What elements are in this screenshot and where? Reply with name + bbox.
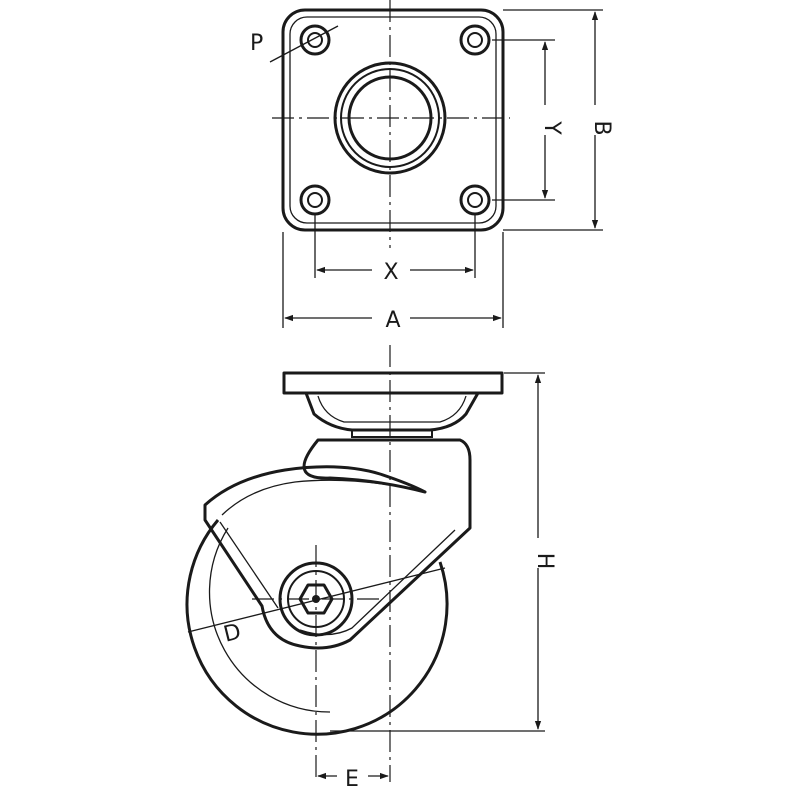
side-view: D H E (185, 345, 557, 792)
swivel-housing (304, 392, 480, 432)
dim-h-label: H (532, 553, 557, 570)
fork-bottom-edge (299, 529, 456, 636)
bolt-hole-top-left (299, 24, 331, 56)
swivel-housing-inner (317, 395, 467, 423)
fork-body (203, 438, 472, 650)
dim-d-label: D (221, 619, 243, 647)
top-plate-outline (281, 8, 505, 232)
swivel-ring (351, 429, 433, 438)
dim-y-label: Y (539, 120, 564, 135)
bolt-hole-top-right (459, 24, 491, 56)
dim-b-label: B (589, 120, 614, 135)
bolt-hole-bottom-left (299, 184, 331, 216)
dim-x-label: X (383, 260, 398, 285)
dim-p-leader (269, 25, 339, 63)
top-plate-inner-outline (289, 16, 497, 224)
dim-p-label: P (250, 31, 263, 56)
dim-e-label: E (345, 767, 359, 792)
side-plate (282, 371, 504, 395)
fork-side-edge (219, 521, 279, 609)
wheel-outline (185, 519, 449, 736)
bolt-hole-bottom-right (459, 184, 491, 216)
top-view: P Y B X A (250, 0, 614, 333)
wheel-tread-line (208, 527, 331, 713)
fork-inner-edge (221, 479, 419, 516)
dim-a-label: A (385, 308, 400, 333)
